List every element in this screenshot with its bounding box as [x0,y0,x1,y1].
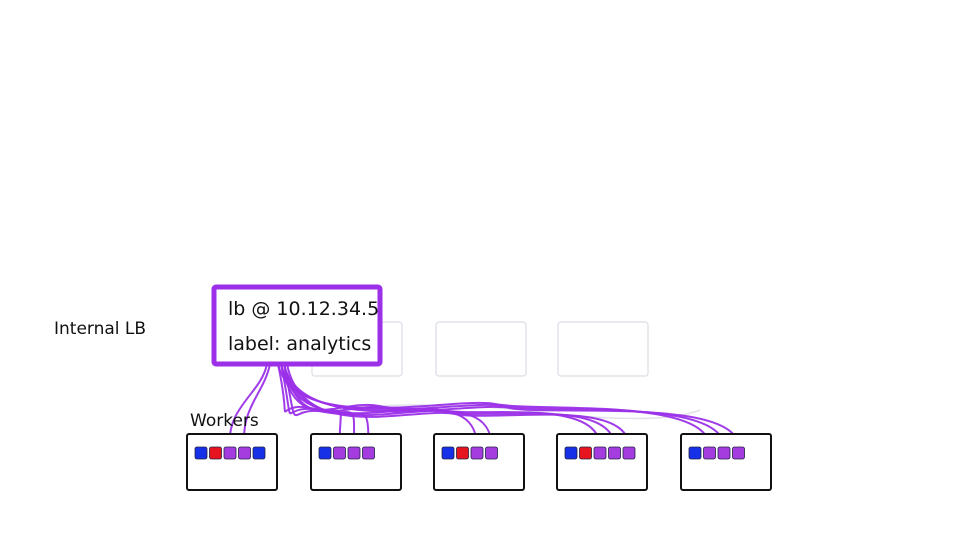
pod-purple[interactable] [717,446,731,460]
pod-purple[interactable] [593,446,607,460]
worker-node-frame[interactable] [680,433,772,491]
pod-blue[interactable] [441,446,455,460]
worker-node-frame[interactable] [433,433,525,491]
worker-node-frame[interactable] [556,433,648,491]
connection-line [283,363,740,448]
ghost-box [557,321,649,377]
connection-line [286,363,630,448]
load-balancer-box[interactable]: lb @ 10.12.34.5 label: analytics [211,284,383,367]
worker-node-4[interactable] [556,433,648,491]
worker-node-1[interactable] [186,433,278,491]
pod-purple[interactable] [485,446,498,460]
lb-to-pod-connections [228,363,740,448]
pod-purple[interactable] [470,446,484,460]
pod-red[interactable] [456,446,469,460]
pod-purple[interactable] [703,446,716,460]
pod-purple[interactable] [223,446,237,460]
pod-purple[interactable] [622,446,636,460]
pod-purple[interactable] [333,446,346,460]
pod-blue[interactable] [564,446,578,460]
pod-purple[interactable] [347,446,361,460]
pod-purple[interactable] [732,446,745,460]
ghost-box [435,321,527,377]
pod-red[interactable] [579,446,592,460]
pod-blue[interactable] [318,446,332,460]
worker-node-5[interactable] [680,433,772,491]
pod-blue[interactable] [252,446,266,460]
worker-node-frame[interactable] [310,433,402,491]
load-balancer-address: lb @ 10.12.34.5 [228,298,379,320]
pod-purple[interactable] [238,446,251,460]
pod-blue[interactable] [688,446,702,460]
internal-lb-label: Internal LB [54,319,146,339]
worker-nodes [186,433,772,491]
connection-line [280,363,478,448]
load-balancer-selector-label: label: analytics [228,333,371,355]
workers-label: Workers [190,411,259,431]
pod-red[interactable] [209,446,222,460]
pod-purple[interactable] [362,446,375,460]
load-balancer-frame[interactable] [211,284,383,367]
pod-purple[interactable] [608,446,621,460]
pod-blue[interactable] [194,446,208,460]
worker-node-2[interactable] [310,433,402,491]
worker-node-3[interactable] [433,433,525,491]
worker-node-frame[interactable] [186,433,278,491]
